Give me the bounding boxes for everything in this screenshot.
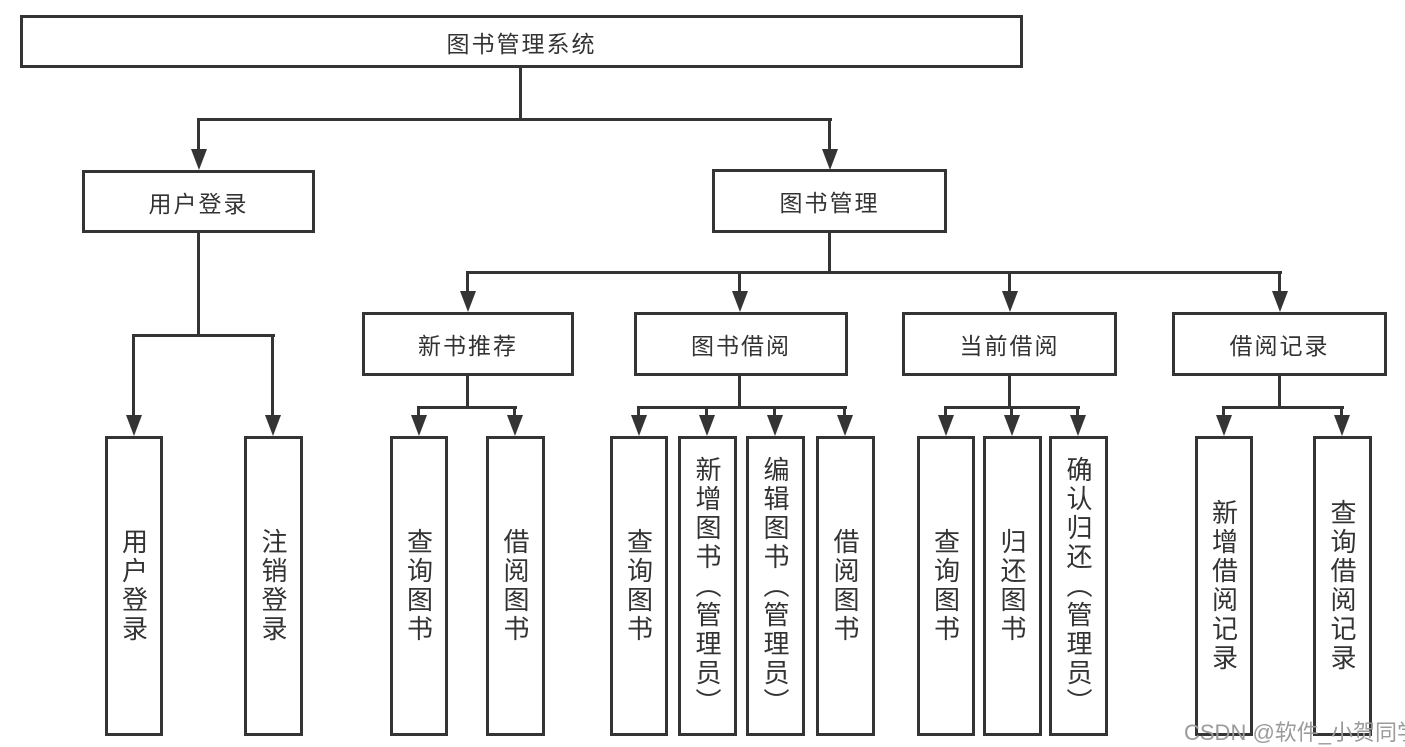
connector-line	[1222, 406, 1225, 417]
arrowhead-down-icon	[1002, 291, 1018, 312]
connector-line	[197, 118, 200, 151]
leaf-current-confirm-admin-label: 确认归还（管理员）	[1063, 455, 1093, 717]
connector-line	[197, 233, 200, 337]
leaf-newbook-query-label: 查询图书	[403, 528, 434, 644]
arrowhead-down-icon	[460, 291, 476, 312]
leaf-borrow-query: 查询图书	[610, 436, 668, 736]
connector-line	[944, 406, 947, 417]
leaf-borrow-book-label: 借阅图书	[830, 528, 860, 644]
node-book-management: 图书管理	[712, 169, 947, 233]
connector-line	[705, 406, 708, 417]
leaf-user-login: 用户登录	[105, 436, 163, 736]
node-borrow-record-label: 借阅记录	[1229, 333, 1330, 359]
leaf-current-query: 查询图书	[917, 436, 975, 736]
connector-line	[466, 376, 469, 409]
connector-line	[466, 271, 1282, 274]
node-book-borrow-label: 图书借阅	[691, 333, 791, 359]
arrowhead-down-icon	[126, 415, 142, 436]
leaf-borrow-book: 借阅图书	[816, 436, 875, 736]
connector-line	[519, 68, 522, 121]
leaf-newbook-borrow: 借阅图书	[486, 436, 545, 736]
leaf-borrow-edit-admin: 编辑图书（管理员）	[746, 436, 805, 736]
arrowhead-down-icon	[699, 415, 715, 436]
arrowhead-down-icon	[1004, 415, 1020, 436]
leaf-current-confirm-admin: 确认归还（管理员）	[1049, 436, 1108, 736]
arrowhead-down-icon	[507, 415, 523, 436]
leaf-borrow-add-admin-label: 新增图书（管理员）	[692, 455, 722, 717]
connector-line	[637, 406, 847, 409]
arrowhead-down-icon	[822, 149, 838, 170]
node-root: 图书管理系统	[20, 15, 1023, 68]
node-current-borrow-label: 当前借阅	[959, 333, 1060, 359]
leaf-current-return: 归还图书	[983, 436, 1042, 736]
arrowhead-down-icon	[631, 415, 647, 436]
connector-line	[132, 334, 135, 416]
leaf-record-query: 查询借阅记录	[1313, 436, 1372, 736]
leaf-record-query-label: 查询借阅记录	[1327, 499, 1357, 673]
connector-line	[466, 271, 469, 293]
node-book-management-label: 图书管理	[779, 190, 880, 216]
connector-line	[417, 406, 420, 417]
leaf-record-add-label: 新增借阅记录	[1208, 499, 1239, 673]
connector-line	[828, 233, 831, 274]
leaf-newbook-borrow-label: 借阅图书	[500, 528, 530, 644]
arrowhead-down-icon	[837, 415, 853, 436]
connector-line	[417, 406, 517, 409]
connector-line	[513, 406, 516, 417]
arrowhead-down-icon	[191, 149, 207, 170]
connector-line	[1010, 406, 1013, 417]
node-current-borrow: 当前借阅	[902, 312, 1117, 376]
connector-line	[1340, 406, 1343, 417]
connector-line	[1008, 376, 1011, 409]
connector-line	[1008, 271, 1011, 293]
leaf-record-add: 新增借阅记录	[1195, 436, 1253, 736]
leaf-borrow-query-label: 查询图书	[623, 528, 654, 644]
connector-line	[637, 406, 640, 417]
leaf-user-login-label: 用户登录	[118, 528, 149, 644]
node-book-borrow: 图书借阅	[634, 312, 848, 376]
connector-line	[1222, 406, 1344, 409]
leaf-logout-label: 注销登录	[258, 528, 288, 644]
node-new-book-recommend: 新书推荐	[362, 312, 574, 376]
node-new-book-recommend-label: 新书推荐	[418, 333, 518, 359]
arrowhead-down-icon	[1334, 415, 1350, 436]
arrowhead-down-icon	[767, 415, 783, 436]
connector-line	[1278, 271, 1281, 293]
connector-line	[132, 334, 275, 337]
leaf-current-query-label: 查询图书	[930, 528, 961, 644]
arrowhead-down-icon	[1070, 415, 1086, 436]
leaf-logout: 注销登录	[244, 436, 303, 736]
leaf-newbook-query: 查询图书	[390, 436, 448, 736]
watermark-text: CSDN @软件_小贺同学	[1184, 720, 1405, 745]
node-root-label: 图书管理系统	[446, 30, 597, 57]
leaf-current-return-label: 归还图书	[997, 528, 1027, 644]
node-user-login: 用户登录	[82, 170, 315, 233]
arrowhead-down-icon	[411, 415, 427, 436]
connector-line	[738, 376, 741, 409]
arrowhead-down-icon	[732, 291, 748, 312]
connector-line	[1076, 406, 1079, 417]
arrowhead-down-icon	[1272, 291, 1288, 312]
arrowhead-down-icon	[265, 415, 281, 436]
leaf-borrow-add-admin: 新增图书（管理员）	[678, 436, 737, 736]
node-borrow-record: 借阅记录	[1172, 312, 1387, 376]
connector-line	[843, 406, 846, 417]
connector-line	[1278, 376, 1281, 409]
arrowhead-down-icon	[1216, 415, 1232, 436]
connector-line	[738, 271, 741, 293]
node-user-login-label: 用户登录	[148, 190, 249, 217]
connector-line	[828, 118, 831, 151]
connector-line	[197, 118, 832, 121]
connector-line	[271, 334, 274, 416]
connector-line	[773, 406, 776, 417]
arrowhead-down-icon	[938, 415, 954, 436]
leaf-borrow-edit-admin-label: 编辑图书（管理员）	[760, 455, 790, 717]
